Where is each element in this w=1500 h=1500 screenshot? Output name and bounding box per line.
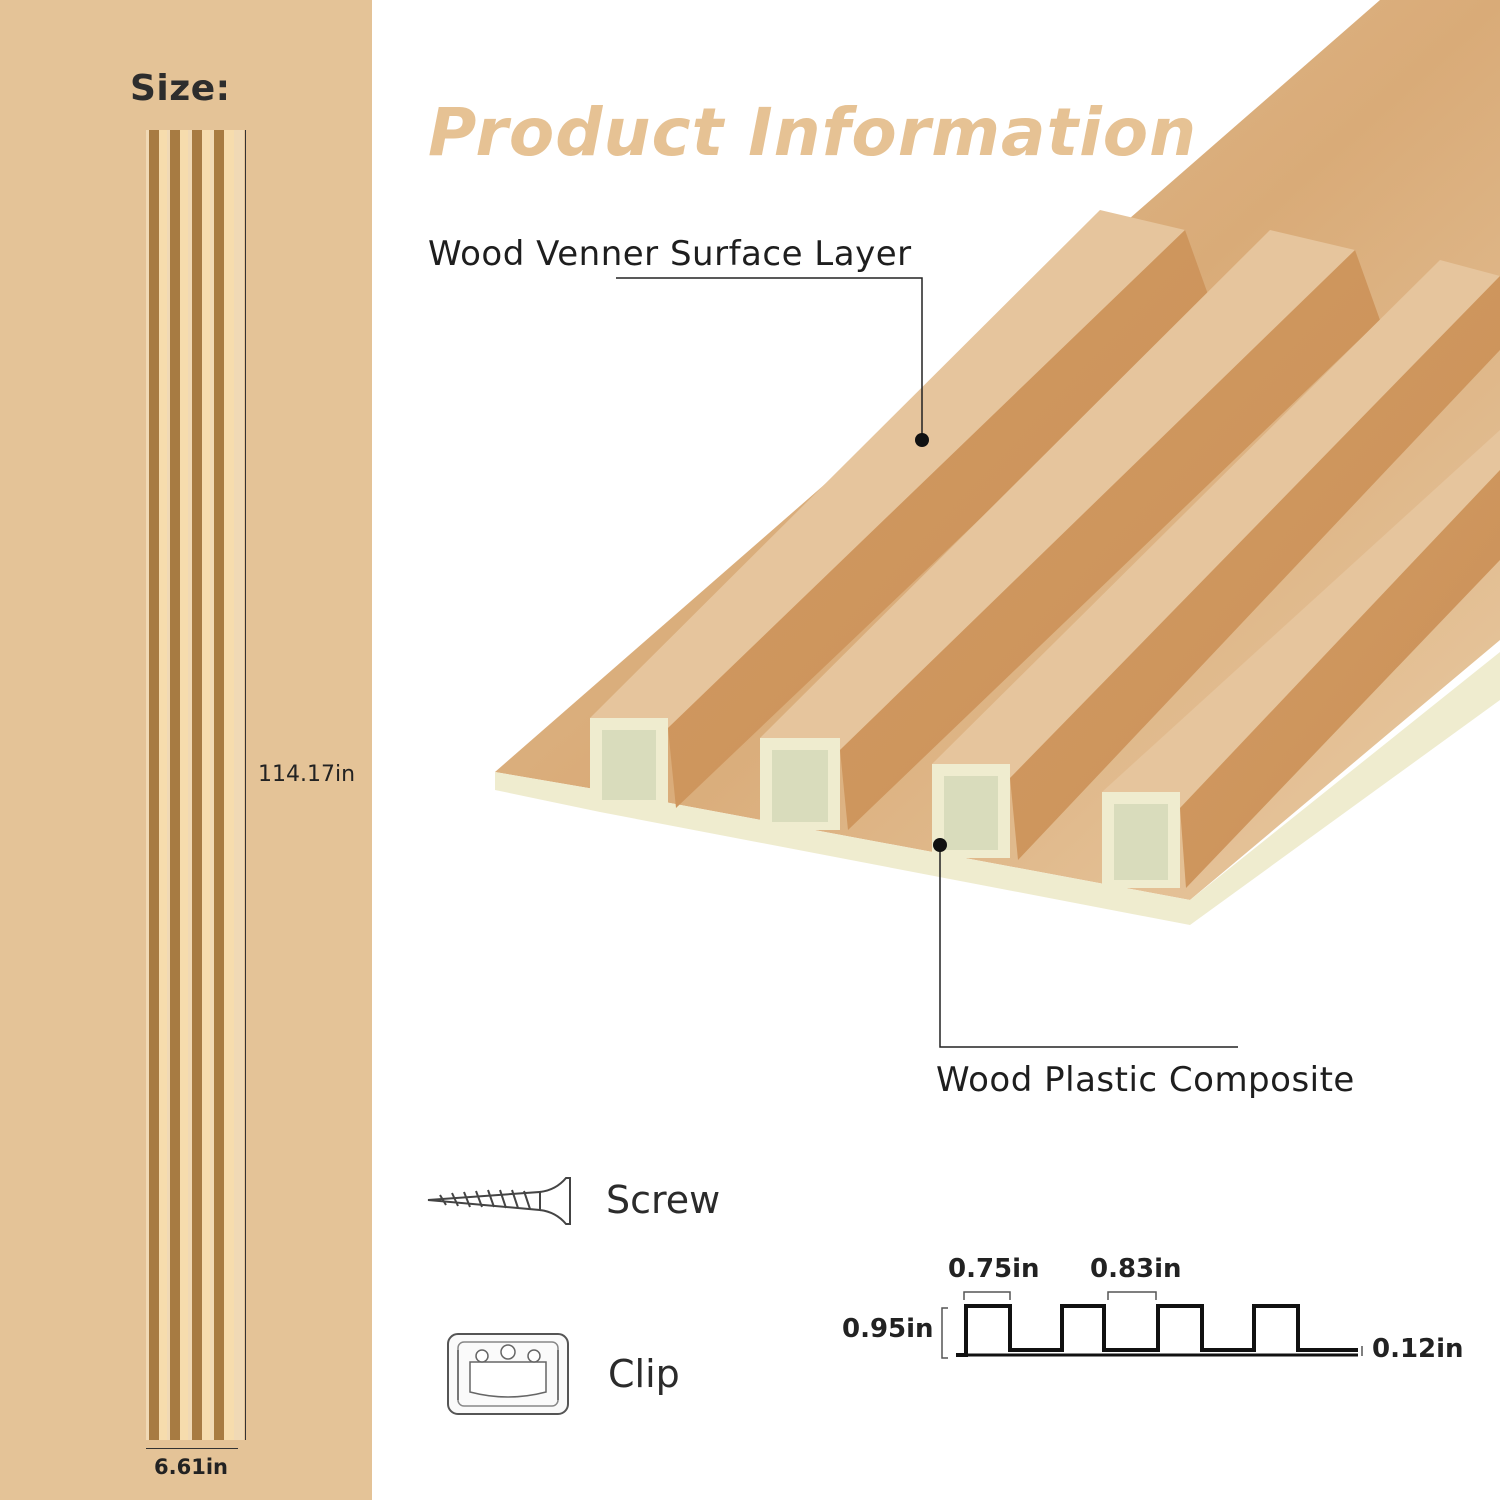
width-label: 6.61in — [154, 1455, 228, 1479]
profile-cross-section — [956, 1304, 1358, 1357]
screw-icon — [427, 1177, 571, 1225]
core-material-label: Wood Plastic Composite — [936, 1060, 1355, 1100]
profile-dimension-marks — [941, 1291, 1363, 1359]
fin-3-top — [932, 260, 1500, 778]
fin-2-top — [760, 230, 1355, 750]
surface-layer-label: Wood Venner Surface Layer — [428, 234, 912, 274]
length-dimension-line — [245, 130, 246, 1440]
gap-width-label: 0.83in — [1090, 1254, 1182, 1284]
fin-1-top — [590, 210, 1185, 728]
fin-2-side — [840, 250, 1380, 830]
fin-4-top — [1102, 430, 1500, 808]
core-dot — [933, 838, 947, 852]
profile-height-label: 0.95in — [842, 1314, 934, 1344]
fin-3-side — [1010, 276, 1500, 860]
panel-front-view — [146, 130, 244, 1440]
page-title: Product Information — [428, 94, 1198, 171]
surface-layer-dot — [915, 433, 929, 447]
screw-label: Screw — [606, 1178, 721, 1222]
length-label: 114.17in — [258, 762, 356, 787]
fin-4-side — [1180, 470, 1500, 888]
width-dimension-line — [146, 1448, 238, 1449]
core-leader — [939, 845, 1238, 1048]
fin-1-side — [668, 230, 1210, 808]
size-heading: Size: — [130, 68, 231, 109]
clip-label: Clip — [608, 1352, 680, 1396]
clip-icon — [447, 1333, 569, 1415]
surface-layer-leader — [616, 277, 923, 440]
base-thickness-label: 0.12in — [1372, 1334, 1464, 1364]
fin-width-label: 0.75in — [948, 1254, 1040, 1284]
panel-base-edge — [495, 652, 1500, 925]
size-panel: Size: 114.17in 6.61in — [0, 0, 372, 1500]
